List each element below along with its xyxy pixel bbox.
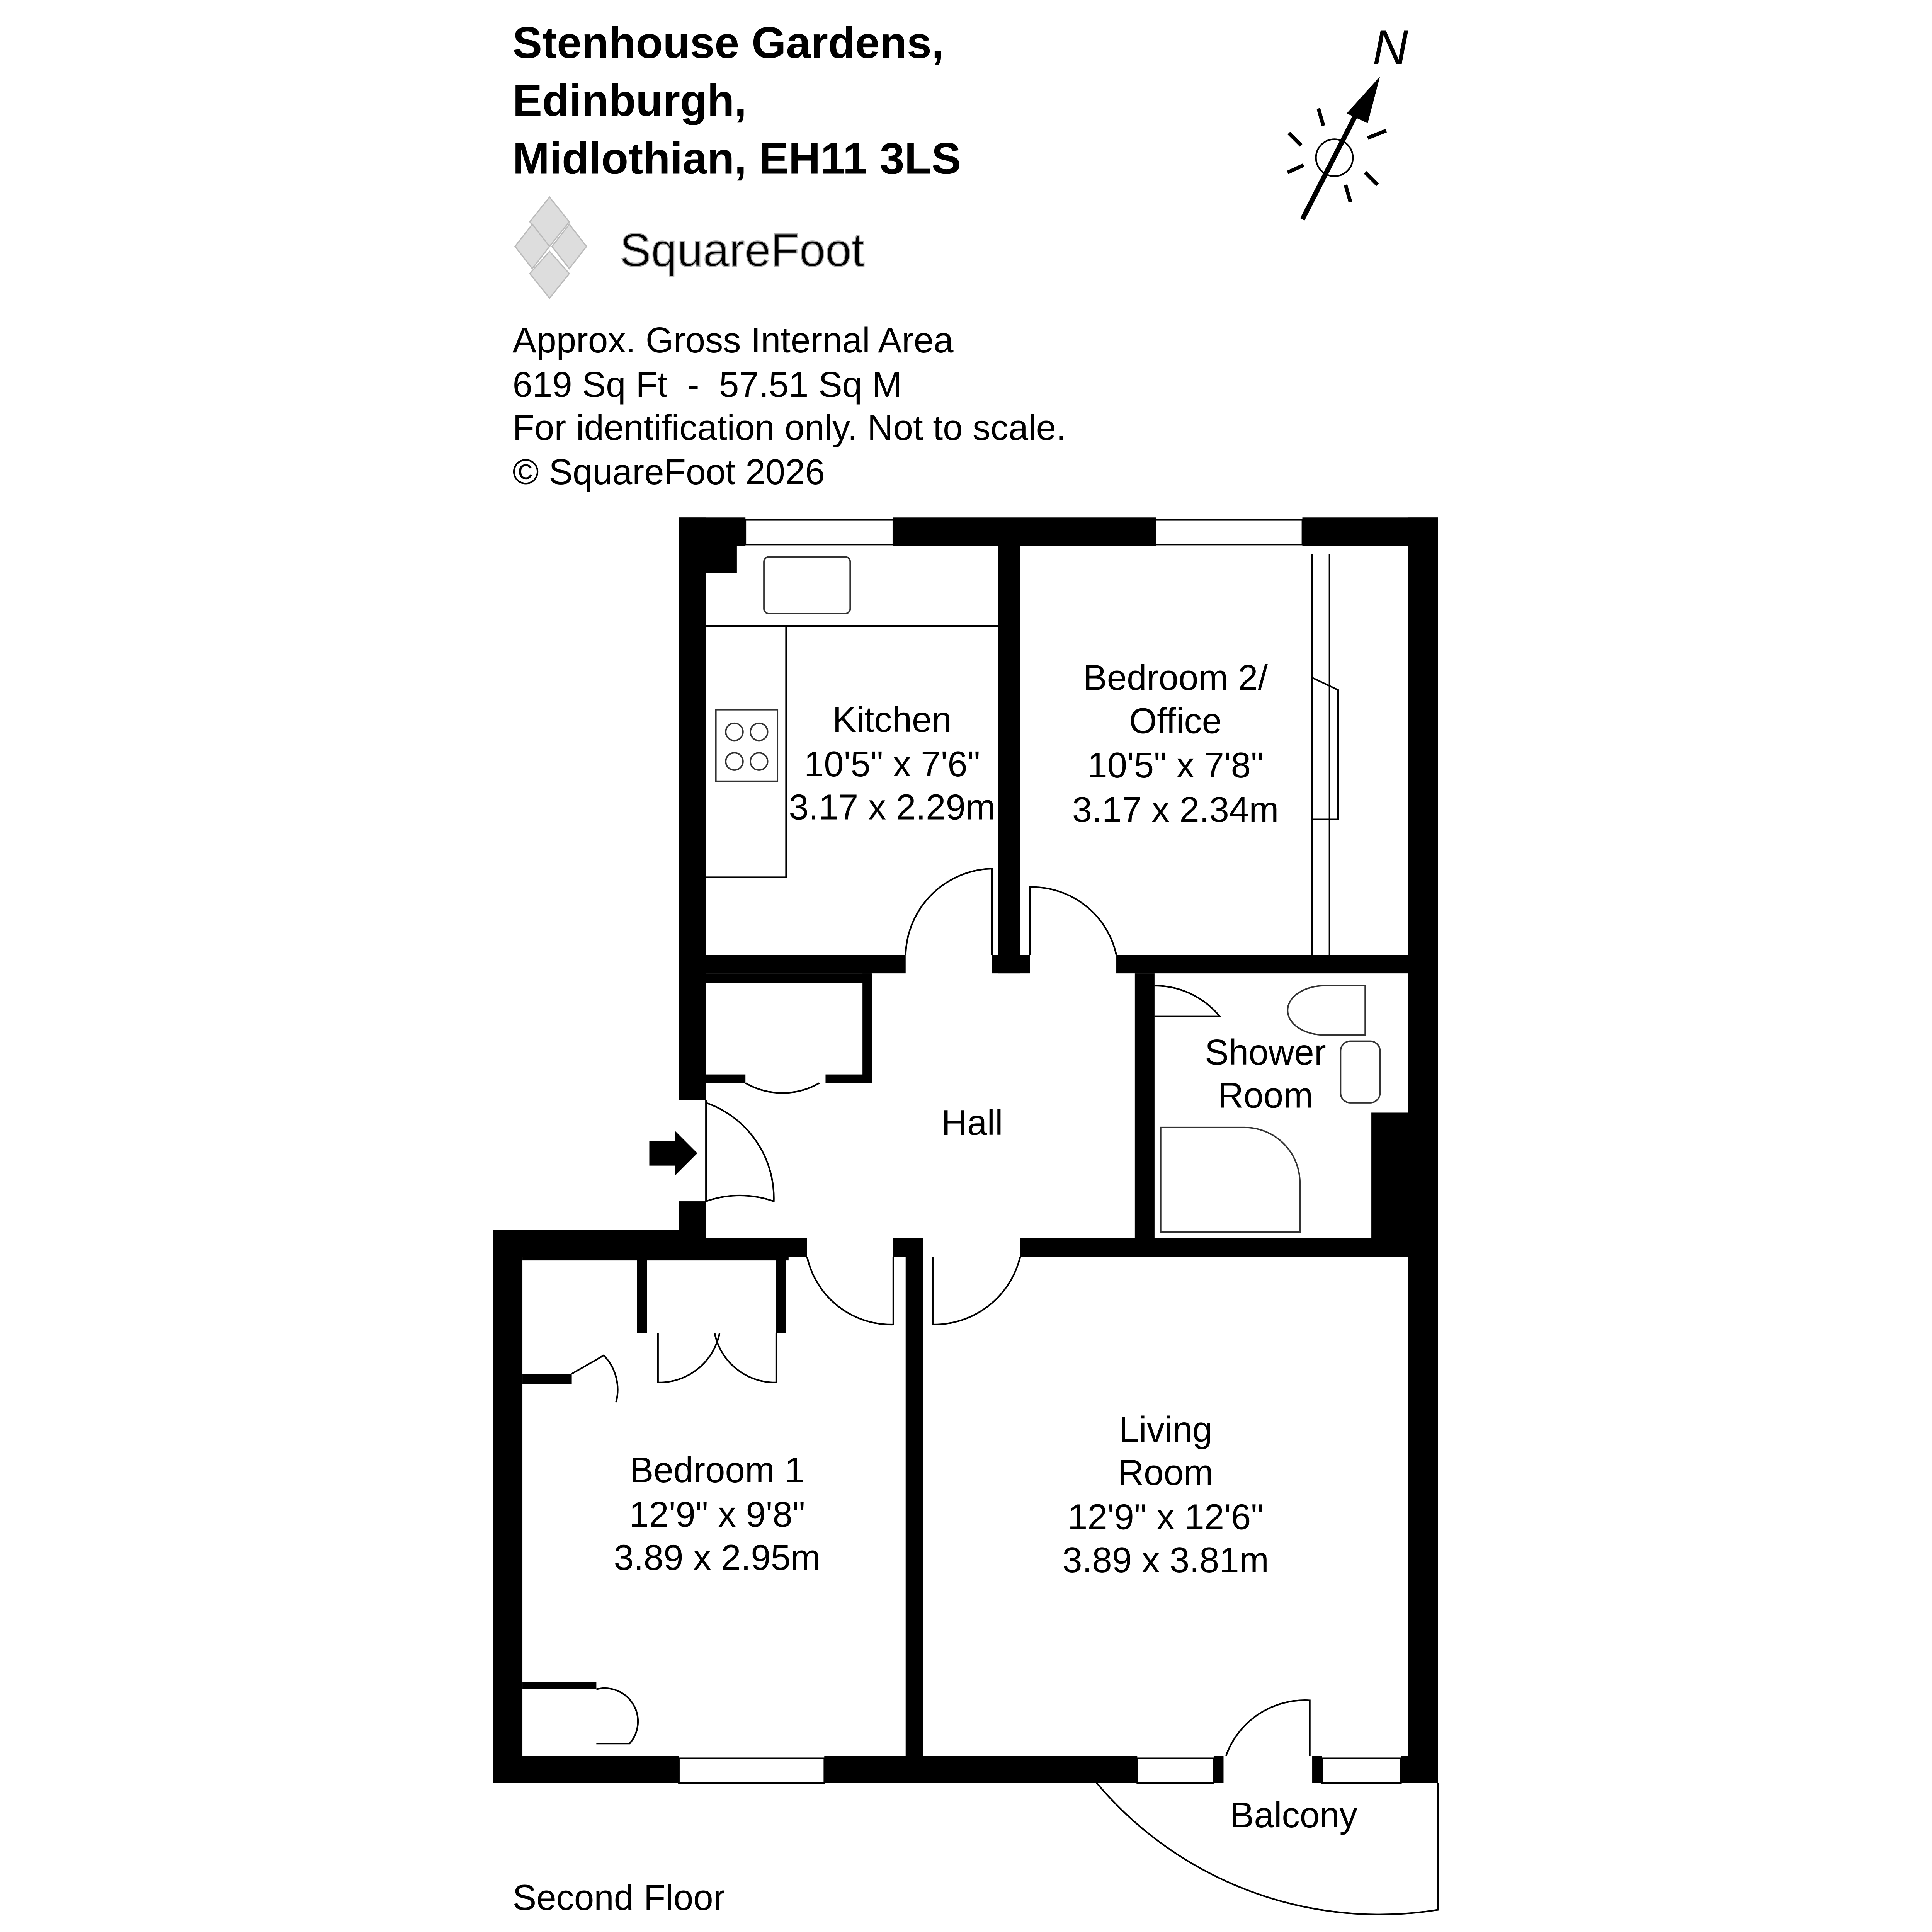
living-label-2: Room xyxy=(1118,1452,1213,1492)
bedroom1-label: Bedroom 1 xyxy=(630,1450,804,1490)
address-line-2: Edinburgh, xyxy=(513,76,747,126)
disclaimer: For identification only. Not to scale. xyxy=(513,407,1066,447)
bedroom1-metric: 3.89 x 2.95m xyxy=(614,1537,821,1578)
area-heading: Approx. Gross Internal Area xyxy=(513,320,954,360)
north-label: N xyxy=(1372,20,1408,75)
bedroom2-imperial: 10'5" x 7'8" xyxy=(1087,745,1264,785)
shower-label-2: Room xyxy=(1218,1075,1313,1116)
shower-tray-icon xyxy=(1160,1126,1301,1233)
living-imperial: 12'9" x 12'6" xyxy=(1068,1497,1264,1537)
shower-label-1: Shower xyxy=(1205,1032,1326,1072)
balcony-label: Balcony xyxy=(1230,1795,1358,1835)
floor-label: Second Floor xyxy=(513,1878,725,1918)
door-swings xyxy=(571,554,1439,1915)
kitchen-metric: 3.17 x 2.29m xyxy=(789,787,995,827)
sink-icon xyxy=(763,556,851,614)
squarefoot-logo: SquareFoot xyxy=(514,196,865,299)
address-line-3: Midlothian, EH11 3LS xyxy=(513,134,961,184)
hall-label: Hall xyxy=(941,1102,1003,1143)
bathroom-fixtures xyxy=(1160,985,1381,1233)
walls xyxy=(493,517,1438,1783)
entrance-arrow-icon xyxy=(649,1131,697,1176)
kitchen-imperial: 10'5" x 7'6" xyxy=(804,744,980,784)
area-value: 619 Sq Ft - 57.51 Sq M xyxy=(513,364,902,405)
kitchen-fixtures xyxy=(706,556,998,878)
bedroom2-label-1: Bedroom 2/ xyxy=(1083,658,1268,698)
kitchen-label: Kitchen xyxy=(832,699,951,740)
copyright: © SquareFoot 2026 xyxy=(513,452,825,492)
bedroom2-metric: 3.17 x 2.34m xyxy=(1072,789,1279,830)
north-arrow-sun-icon: N xyxy=(1287,20,1408,221)
hob-icon xyxy=(715,709,779,782)
toilet-icon xyxy=(1287,985,1366,1036)
logo-text: SquareFoot xyxy=(620,224,864,276)
living-label-1: Living xyxy=(1119,1409,1213,1449)
living-metric: 3.89 x 3.81m xyxy=(1062,1540,1269,1580)
address-line-1: Stenhouse Gardens, xyxy=(513,18,944,68)
windows xyxy=(678,519,1402,1784)
basin-icon xyxy=(1340,1040,1381,1104)
bedroom1-imperial: 12'9" x 9'8" xyxy=(629,1494,805,1534)
logo-diamond-icon xyxy=(514,196,587,299)
bedroom2-label-2: Office xyxy=(1129,701,1222,741)
